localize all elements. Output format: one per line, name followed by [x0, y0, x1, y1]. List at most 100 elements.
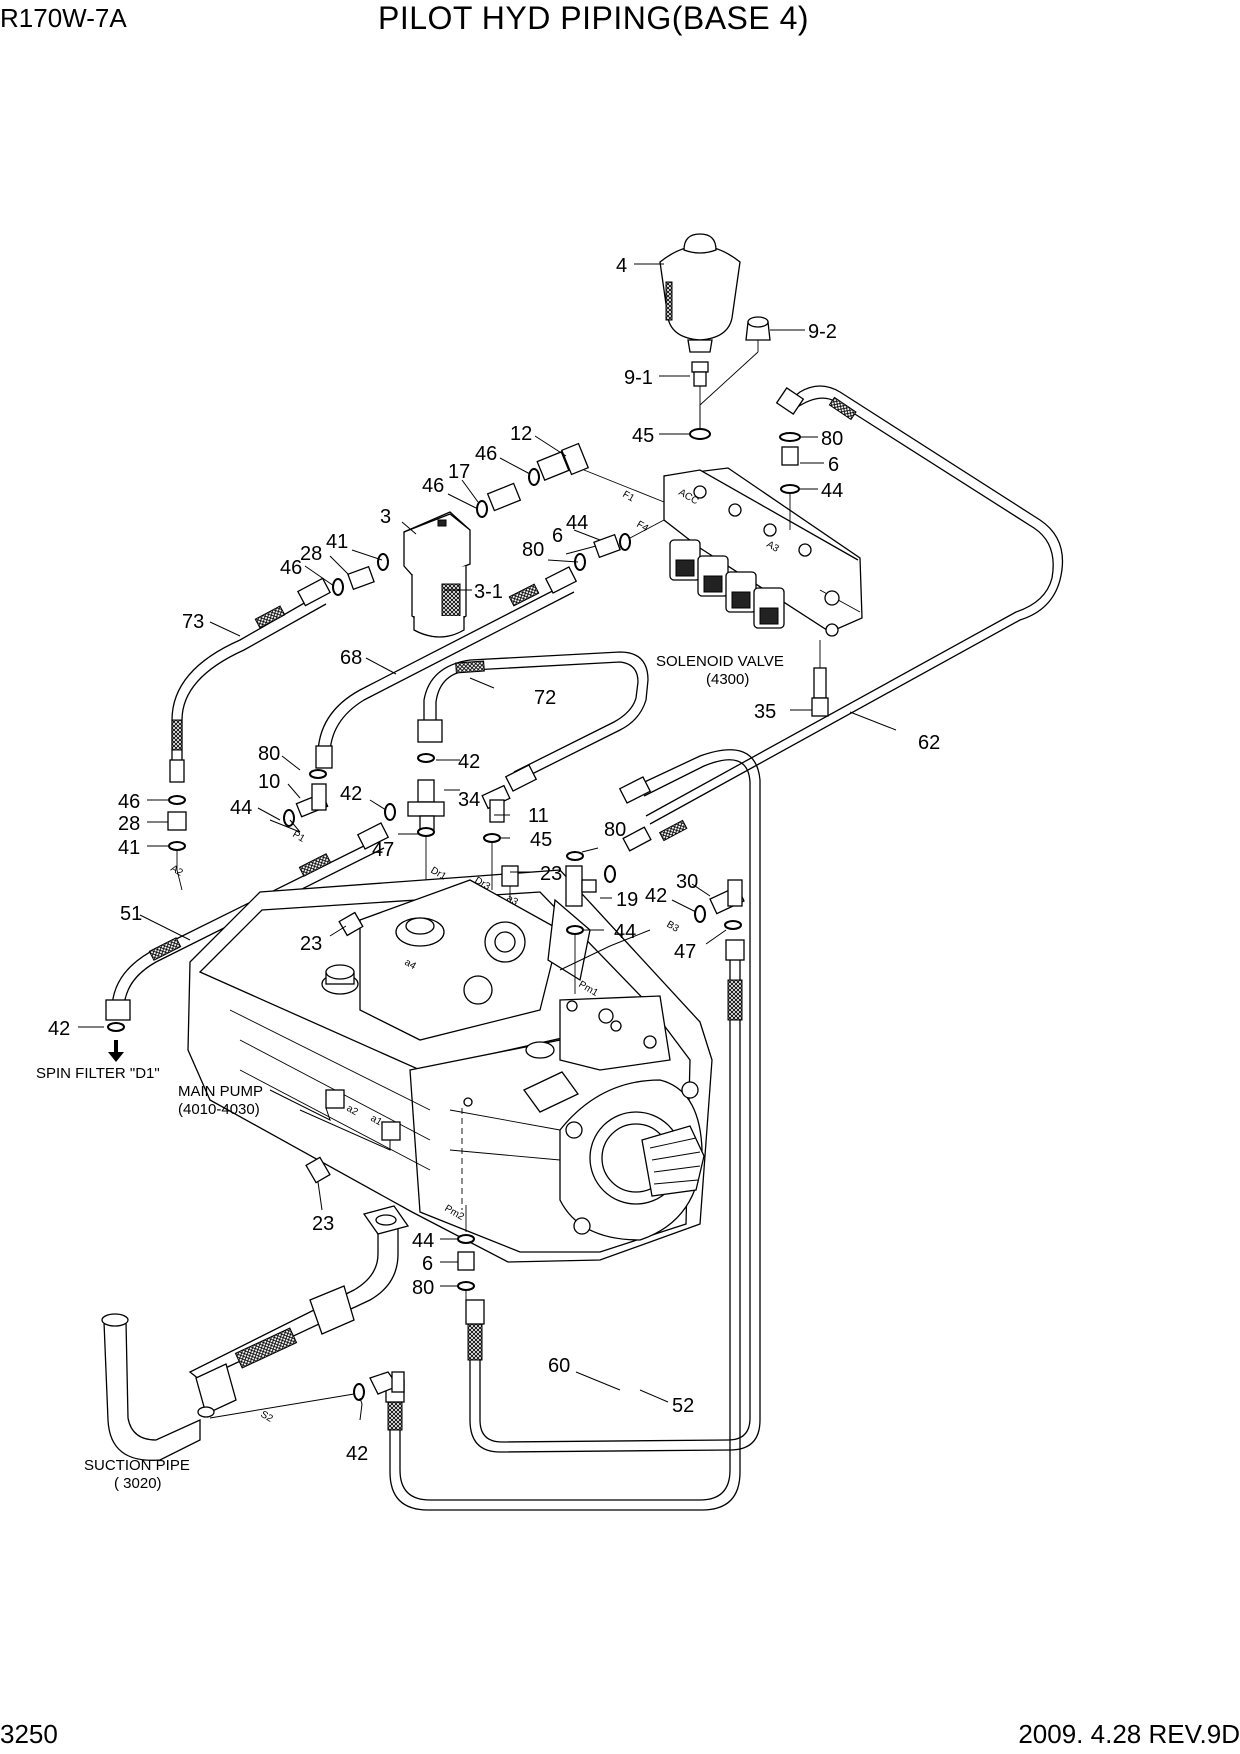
callout-11: 11: [528, 805, 549, 827]
solenoid-valve-label: SOLENOID VALVE: [656, 653, 784, 670]
callout-6: 6: [422, 1253, 433, 1275]
callout-23: 23: [312, 1213, 334, 1235]
hose-73: [169, 577, 331, 783]
fitting-tee-34: [384, 753, 445, 880]
callout-44: 44: [412, 1230, 434, 1252]
suction-pipe-ref: ( 3020): [114, 1475, 162, 1492]
filter-inlet-fittings: [332, 553, 389, 596]
assembly-labels: SOLENOID VALVE (4300) MAIN PUMP (4010-40…: [36, 653, 784, 1492]
callout-80: 80: [412, 1277, 434, 1299]
callout-46: 46: [118, 791, 140, 813]
callout-80: 80: [522, 539, 544, 561]
callout-42: 42: [346, 1443, 368, 1465]
callout-80: 80: [258, 743, 280, 765]
solenoid-coil-1: [669, 539, 701, 581]
port-b3: B3: [665, 919, 681, 935]
page-number: 3250: [0, 1719, 58, 1749]
callout-42: 42: [458, 751, 480, 773]
plug-23-left: [338, 911, 364, 937]
hose-68: [315, 566, 578, 769]
callout-17: 17: [448, 461, 470, 483]
port-p1: P1: [291, 829, 307, 845]
callout-46: 46: [280, 557, 302, 579]
solenoid-coil-4: [753, 587, 785, 629]
callout-42: 42: [48, 1018, 70, 1040]
callout-35: 35: [754, 701, 776, 723]
callout-44: 44: [821, 480, 843, 502]
fitting-44-6-80-lower: [457, 1205, 475, 1300]
callout-23: 23: [540, 863, 562, 885]
main-pump-ref: (4010-4030): [178, 1101, 260, 1118]
suction-fittings-42: [353, 1371, 405, 1401]
fitting-stack-46-28-41: [167, 795, 187, 891]
line-filter: [403, 511, 471, 638]
callout-28: 28: [300, 543, 322, 565]
callout-72: 72: [534, 687, 556, 709]
callout-4: 4: [616, 255, 627, 277]
callout-44: 44: [566, 512, 588, 534]
spin-filter-label: SPIN FILTER "D1": [36, 1065, 160, 1082]
callout-19: 19: [616, 889, 638, 911]
port-a2-pump: a2: [345, 1103, 361, 1118]
callout-80: 80: [821, 428, 843, 450]
port-s2: S2: [259, 1409, 275, 1425]
callout-6: 6: [552, 525, 563, 547]
suction-pipe-label: SUCTION PIPE: [84, 1457, 190, 1474]
callout-41: 41: [118, 837, 140, 859]
solenoid-valve-ref: (4300): [706, 671, 749, 688]
callout-47: 47: [372, 839, 394, 861]
callout-52: 52: [672, 1395, 694, 1417]
fitting-elbow-10: [283, 769, 329, 827]
callout-42: 42: [340, 783, 362, 805]
port-a3: A3: [765, 539, 781, 555]
main-pump-label: MAIN PUMP: [178, 1083, 263, 1100]
callout-45: 45: [530, 829, 552, 851]
page-title: PILOT HYD PIPING(BASE 4): [378, 0, 810, 36]
revision-date: 2009. 4.28 REV.9D: [1018, 1719, 1240, 1749]
callout-12: 12: [510, 423, 532, 445]
callout-28: 28: [118, 813, 140, 835]
callout-80: 80: [604, 819, 626, 841]
fitting-6-44-left: [574, 519, 665, 571]
plug-9-2: [699, 316, 771, 430]
callout-44: 44: [230, 797, 252, 819]
fitting-elbow-11: [481, 784, 511, 890]
hose-62: [622, 385, 1064, 852]
callout-9-1: 9-1: [624, 367, 653, 389]
callout-34: 34: [458, 789, 480, 811]
solenoid-valve-block: [663, 467, 863, 717]
adapter-9-1: [691, 361, 709, 430]
callout-62: 62: [918, 732, 940, 754]
callout-3-1: 3-1: [474, 581, 503, 603]
port-f1: F1: [621, 489, 637, 505]
hose-51: [105, 822, 390, 1021]
callout-73: 73: [182, 611, 204, 633]
hose-72: [417, 651, 649, 792]
callout-10: 10: [258, 771, 280, 793]
solenoid-coil-2: [697, 555, 729, 597]
fitting-19: [565, 851, 616, 994]
plug-23-lower: [305, 1156, 331, 1184]
callout-42: 42: [645, 885, 667, 907]
port-a4: a4: [403, 957, 419, 972]
callout-41: 41: [326, 531, 348, 553]
callout-9-2: 9-2: [808, 321, 837, 343]
port-a3-pump: a3: [505, 893, 521, 908]
hose-60: [465, 749, 761, 1453]
port-a2: A2: [169, 863, 185, 879]
leader-lines: [78, 263, 897, 1421]
fitting-elbow-30: [694, 879, 745, 930]
ring-45-accumulator: [689, 428, 711, 440]
plug-23-mid: [501, 865, 519, 900]
callout-6: 6: [828, 454, 839, 476]
callout-51: 51: [120, 903, 142, 925]
ring-42-left: [107, 1022, 125, 1062]
callout-46: 46: [422, 475, 444, 497]
port-f4: F4: [635, 519, 651, 535]
callout-47: 47: [674, 941, 696, 963]
callout-44: 44: [614, 921, 636, 943]
callout-68: 68: [340, 647, 362, 669]
callout-46: 46: [475, 443, 497, 465]
suction-pipe: [101, 1205, 410, 1461]
